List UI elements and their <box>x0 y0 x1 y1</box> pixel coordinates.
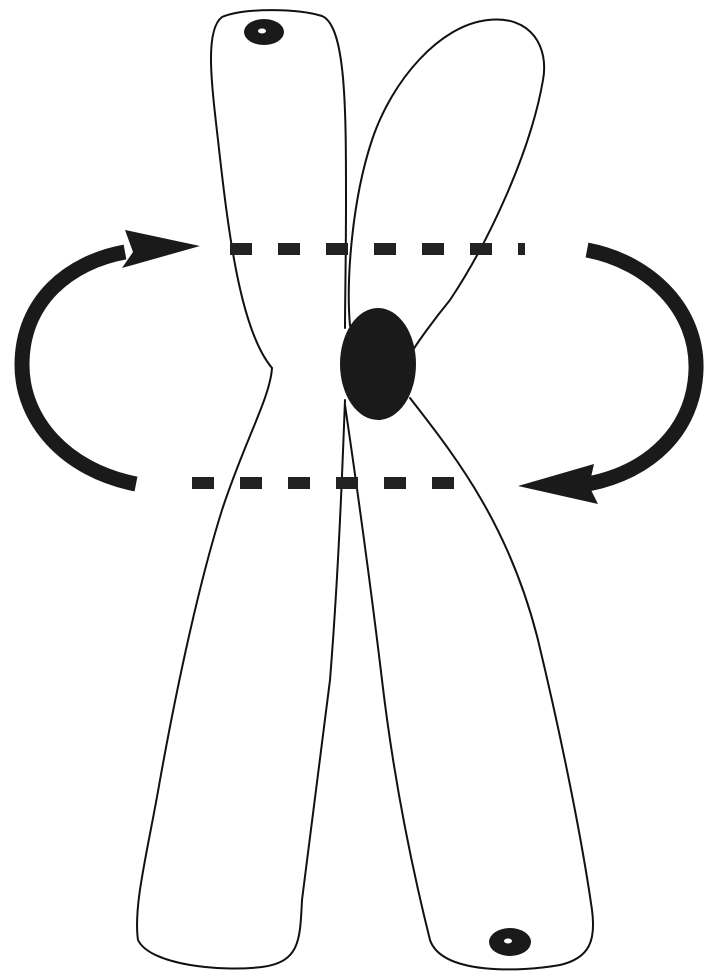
bottom-telomere-highlight <box>504 939 512 944</box>
centromere <box>340 308 416 420</box>
lower-left-chromosome-arm <box>137 368 345 969</box>
left-arrowhead-icon <box>122 230 200 268</box>
right-arrowhead-icon <box>518 464 598 504</box>
left-rotation-arrow <box>22 252 136 484</box>
top-telomere-highlight <box>258 29 266 34</box>
upper-left-chromosome-arm <box>211 10 346 368</box>
right-rotation-arrow <box>587 250 696 484</box>
upper-right-chromosome-arm <box>349 19 544 350</box>
